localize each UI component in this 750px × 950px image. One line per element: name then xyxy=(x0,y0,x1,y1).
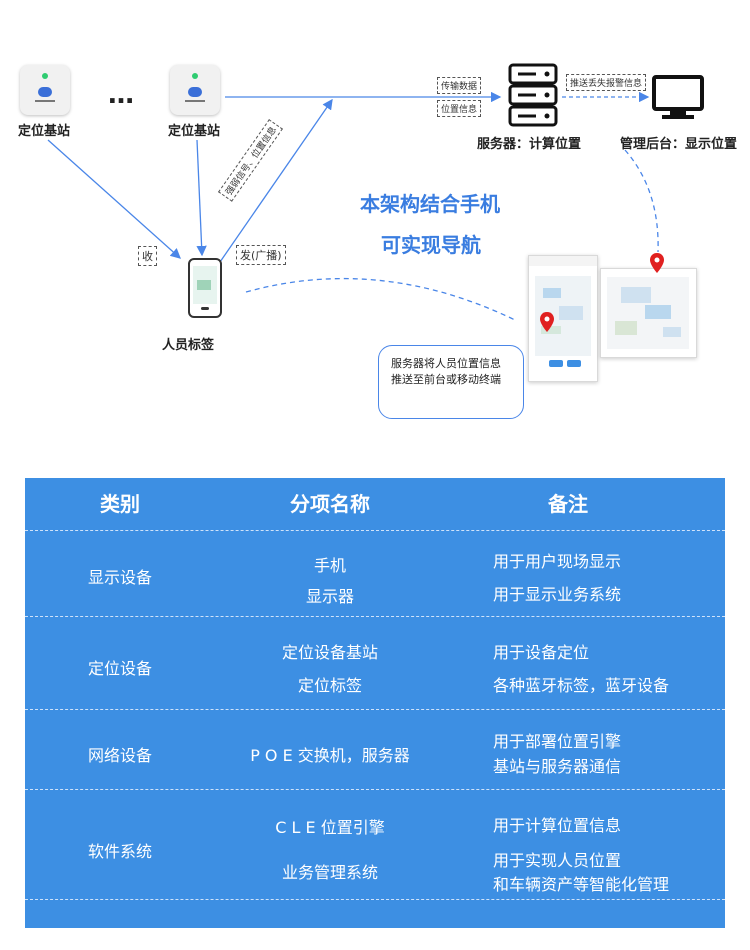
monitor-icon xyxy=(652,75,704,119)
station-label-1: 定位基站 xyxy=(18,124,71,139)
edge-tag-to-mobile xyxy=(245,277,516,321)
header-item: 分项名称 xyxy=(290,492,370,516)
personnel-tag-icon xyxy=(188,258,222,318)
row-category: 网络设备 xyxy=(87,746,152,765)
row-note: 用于设备定位 xyxy=(493,643,590,662)
server-label: 服务器：计算位置 xyxy=(477,137,582,152)
edge-station1-to-tag xyxy=(47,139,181,259)
edge-label-push-alarm: 推送丢失报警信息 xyxy=(566,74,647,91)
row-note: 基站与服务器通信 xyxy=(493,757,622,776)
divider xyxy=(25,530,725,531)
edge-label-receive: 收 xyxy=(138,246,157,266)
edge-label-broadcast: 发(广播) xyxy=(236,245,286,265)
base-station-icon xyxy=(20,65,70,115)
headline-line-2: 可实现导航 xyxy=(381,233,481,257)
monitor-label: 管理后台：显示位置 xyxy=(620,137,738,152)
row-item: P O E 交换机，服务器 xyxy=(250,746,410,765)
row-item: 定位设备基站 xyxy=(281,643,378,662)
divider xyxy=(25,789,725,790)
row-item: 手机 xyxy=(313,556,346,575)
base-station-icon xyxy=(170,65,220,115)
callout-bubble: 服务器将人员位置信息 推送至前台或移动终端 xyxy=(378,345,524,419)
edge-label-position: 位置信息 xyxy=(437,100,482,117)
station-label-2: 定位基站 xyxy=(168,124,221,139)
row-item: C L E 位置引擎 xyxy=(275,818,385,837)
equipment-table: 类别 分项名称 备注 显示设备 手机 显示器 用于用户现场显示 用于显示业务系统… xyxy=(25,478,725,928)
row-note: 用于用户现场显示 xyxy=(493,552,622,571)
location-pin-icon xyxy=(650,253,664,273)
callout-line-1: 服务器将人员位置信息 xyxy=(391,357,501,370)
row-note: 用于计算位置信息 xyxy=(493,816,622,835)
row-item: 业务管理系统 xyxy=(281,863,378,882)
edge-station2-to-tag xyxy=(196,139,207,257)
row-item: 显示器 xyxy=(305,587,354,606)
row-category: 软件系统 xyxy=(87,842,152,861)
desktop-map-screenshot xyxy=(600,268,697,358)
ellipsis: … xyxy=(108,80,134,110)
row-note: 各种蓝牙标签，蓝牙设备 xyxy=(493,676,670,695)
row-category: 显示设备 xyxy=(87,568,152,587)
edge-monitor-to-map xyxy=(624,149,659,253)
divider xyxy=(25,616,725,617)
divider xyxy=(25,709,725,710)
header-category: 类别 xyxy=(100,492,140,516)
mobile-map-screenshot xyxy=(528,255,598,382)
headline-line-1: 本架构结合手机 xyxy=(360,192,500,216)
divider xyxy=(25,899,725,900)
row-note: 用于显示业务系统 xyxy=(493,585,622,604)
row-category: 定位设备 xyxy=(87,659,152,678)
row-note: 用于实现人员位置 xyxy=(493,851,622,870)
location-pin-icon xyxy=(540,312,554,332)
callout-line-2: 推送至前台或移动终端 xyxy=(391,373,501,386)
edge-tag-to-station xyxy=(219,98,333,263)
edge-label-transmit: 传输数据 xyxy=(437,77,482,94)
row-item: 定位标签 xyxy=(297,676,362,695)
tag-label: 人员标签 xyxy=(162,338,215,353)
row-note: 用于部署位置引擎 xyxy=(493,732,622,751)
diagram-connectors xyxy=(47,91,659,321)
server-icon xyxy=(508,63,558,127)
row-note: 和车辆资产等智能化管理 xyxy=(493,875,670,894)
header-notes: 备注 xyxy=(548,492,588,516)
